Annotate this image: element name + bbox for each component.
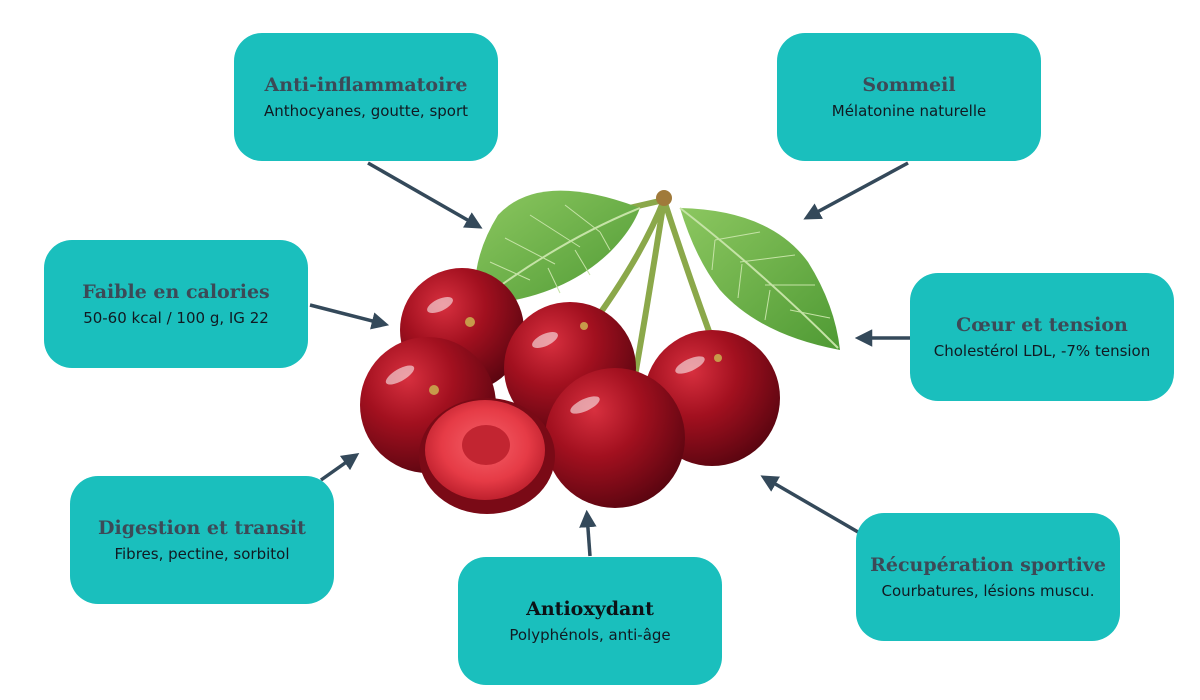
arrow-antioxydant [579,509,597,557]
arrow-sommeil [803,161,909,220]
card-title: Digestion et transit [98,517,306,539]
arrow-digestion [319,452,360,482]
card-subtitle: Anthocyanes, goutte, sport [263,102,469,120]
card-title: Sommeil [862,74,956,96]
card-subtitle: Courbatures, lésions muscu. [881,582,1095,600]
card-title: Faible en calories [82,281,270,303]
card-title: Cœur et tension [956,314,1128,336]
card-title: Anti-inflammatoire [264,74,468,96]
card-antioxydant: Antioxydant Polyphénols, anti-âge [458,557,722,685]
card-recuperation: Récupération sportive Courbatures, lésio… [856,513,1120,641]
card-subtitle: Mélatonine naturelle [831,102,987,120]
card-coeur-tension: Cœur et tension Cholestérol LDL, -7% ten… [910,273,1174,401]
card-subtitle: 50-60 kcal / 100 g, IG 22 [83,309,269,327]
card-title: Antioxydant [526,598,654,620]
card-subtitle: Cholestérol LDL, -7% tension [933,342,1151,360]
card-faible-calories: Faible en calories 50-60 kcal / 100 g, I… [44,240,308,368]
arrow-faible-calories [309,303,390,330]
card-digestion: Digestion et transit Fibres, pectine, so… [70,476,334,604]
cherry-icon [545,368,685,508]
leaf-right-icon [679,207,840,350]
card-anti-inflammatoire: Anti-inflammatoire Anthocyanes, goutte, … [234,33,498,161]
arrow-anti-inflammatoire [367,161,483,229]
card-subtitle: Fibres, pectine, sorbitol [114,545,290,563]
half-cherry-icon [419,398,555,514]
card-title: Récupération sportive [870,554,1106,576]
arrow-recuperation [760,475,859,534]
card-subtitle: Polyphénols, anti-âge [509,626,671,644]
card-sommeil: Sommeil Mélatonine naturelle [777,33,1041,161]
